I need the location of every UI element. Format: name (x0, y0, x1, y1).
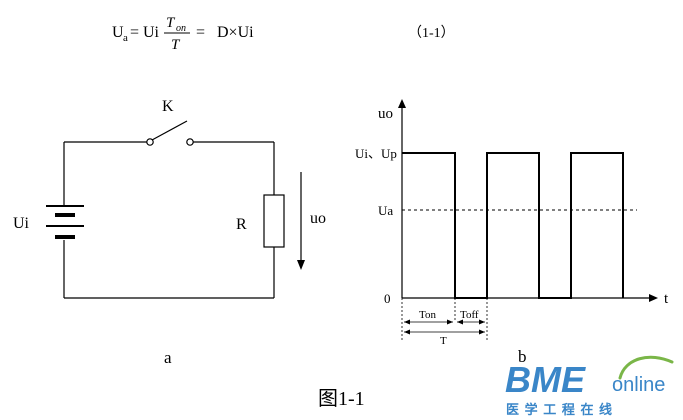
high-level-label: Ui、Up (355, 146, 397, 161)
formula-equals: = (130, 24, 139, 41)
fraction-numerator-subscript: on (176, 23, 186, 34)
caption-a: a (164, 348, 172, 367)
switch-terminal-left (146, 138, 154, 146)
average-level-label: Ua (378, 203, 393, 218)
toff-arrowheads (457, 319, 485, 325)
toff-label: Toff (460, 309, 479, 321)
fraction-denominator: T (171, 37, 181, 53)
x-axis-label: t (664, 291, 669, 307)
pulse-waveform (402, 152, 624, 299)
resistor-label: R (236, 216, 247, 233)
formula-ui: Ui (143, 24, 160, 41)
logo-brand: BME (505, 359, 586, 400)
caption-b: b (518, 347, 527, 366)
y-axis-arrow (398, 99, 406, 108)
origin-label: 0 (384, 291, 391, 306)
equation-number: （1-1） (408, 25, 455, 41)
switch-terminal-right (186, 138, 194, 146)
output-arrow-head (297, 260, 305, 270)
period-label: T (440, 335, 447, 347)
formula: U a = Ui T on T = D×Ui （1-1） (112, 15, 455, 53)
output-label: uo (310, 210, 326, 227)
logo-suffix: online (612, 374, 665, 396)
logo-leaf-icon (618, 355, 674, 380)
fraction-numerator: T (166, 15, 176, 31)
bme-online-logo: BME online 医 学 工 程 在 线 (505, 355, 674, 417)
switch-label: K (162, 98, 174, 115)
circuit-diagram (46, 120, 305, 299)
x-axis-arrow (649, 294, 658, 302)
formula-rhs: D×Ui (217, 24, 254, 41)
formula-lhs-subscript: a (123, 32, 128, 44)
waveform-chart (398, 99, 658, 341)
resistor (263, 194, 285, 248)
figure-caption: 图1-1 (318, 388, 365, 410)
source-label: Ui (13, 215, 30, 232)
logo-tagline: 医 学 工 程 在 线 (506, 402, 613, 417)
switch-blade (151, 120, 188, 141)
formula-equals-2: = (196, 24, 205, 41)
y-axis-label: uo (378, 106, 393, 122)
ton-label: Ton (419, 309, 436, 321)
formula-lhs: U (112, 24, 124, 41)
ton-arrowheads (404, 319, 453, 325)
